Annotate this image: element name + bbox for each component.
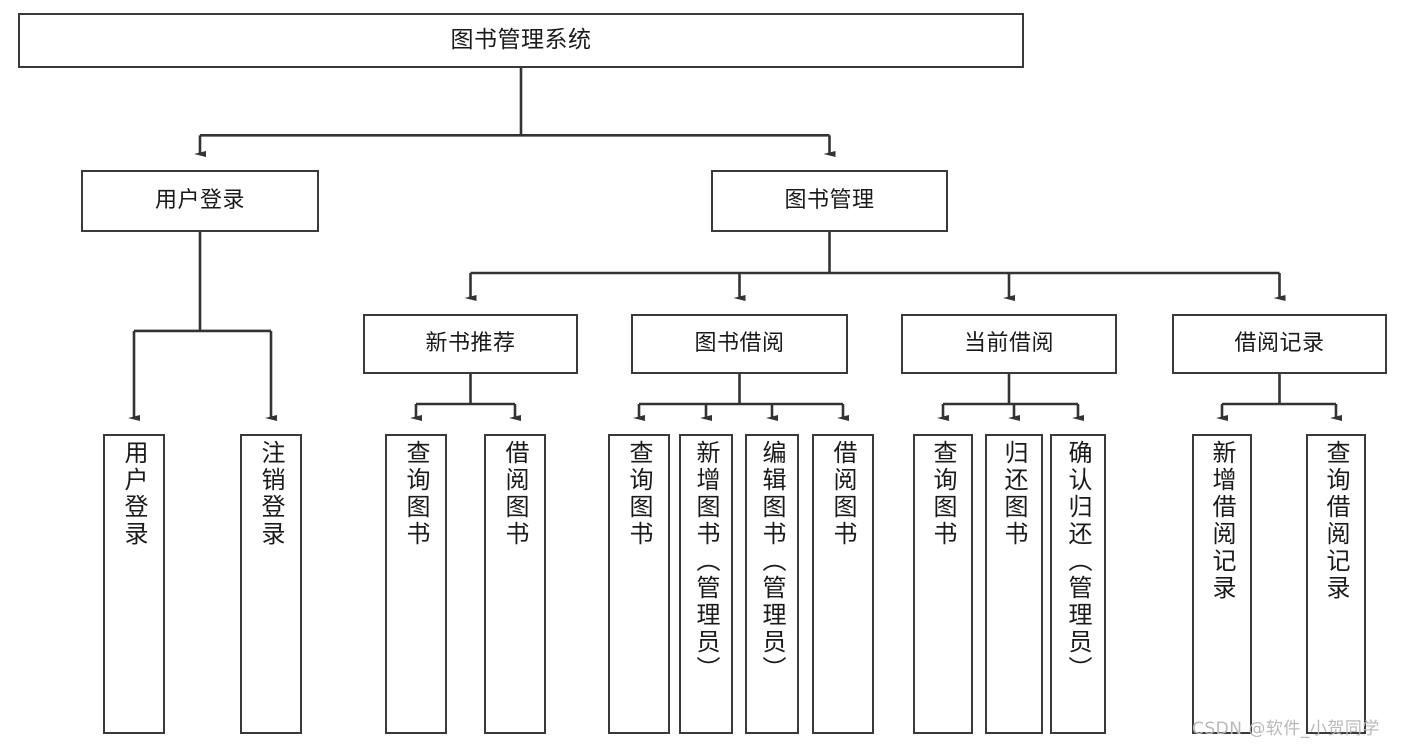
- node-label: 注销登录: [257, 440, 285, 548]
- node-label: 编辑图书（管理员）: [758, 440, 786, 683]
- node-leaf-query-book-2[interactable]: 查询图书: [608, 434, 670, 734]
- node-label: 新书推荐: [425, 331, 516, 357]
- node-leaf-borrow-book-2[interactable]: 借阅图书: [812, 434, 874, 734]
- node-label: 借阅图书: [501, 440, 529, 548]
- node-label: 用户登录: [120, 440, 148, 548]
- node-label: 查询图书: [625, 440, 653, 548]
- node-book-manage[interactable]: 图书管理: [711, 170, 948, 232]
- node-label: 图书管理系统: [450, 26, 592, 53]
- node-label: 新增借阅记录: [1208, 440, 1236, 602]
- node-leaf-add-record[interactable]: 新增借阅记录: [1192, 434, 1252, 734]
- node-label: 图书管理: [784, 188, 875, 214]
- node-label: 确认归还（管理员）: [1064, 440, 1092, 683]
- node-leaf-return-book[interactable]: 归还图书: [985, 434, 1043, 734]
- node-new-book-rec[interactable]: 新书推荐: [363, 314, 578, 374]
- node-label: 用户登录: [154, 188, 245, 214]
- node-leaf-user-login[interactable]: 用户登录: [103, 434, 165, 734]
- node-label: 查询图书: [402, 440, 430, 548]
- csdn-watermark: CSDN @软件_小贺同学: [1192, 719, 1380, 739]
- node-leaf-borrow-book-1[interactable]: 借阅图书: [484, 434, 546, 734]
- node-leaf-logout[interactable]: 注销登录: [240, 434, 302, 734]
- node-label: 图书借阅: [694, 331, 785, 357]
- node-label: 新增图书（管理员）: [692, 440, 720, 683]
- node-label: 借阅图书: [829, 440, 857, 548]
- node-leaf-query-record[interactable]: 查询借阅记录: [1306, 434, 1366, 734]
- node-leaf-edit-book[interactable]: 编辑图书（管理员）: [745, 434, 799, 734]
- node-current-borrow[interactable]: 当前借阅: [901, 314, 1117, 374]
- node-leaf-add-book[interactable]: 新增图书（管理员）: [679, 434, 733, 734]
- node-label: 借阅记录: [1234, 331, 1325, 357]
- node-borrow-record[interactable]: 借阅记录: [1172, 314, 1387, 374]
- node-label: 当前借阅: [963, 331, 1054, 357]
- node-user-login[interactable]: 用户登录: [81, 170, 319, 232]
- node-leaf-confirm-return[interactable]: 确认归还（管理员）: [1050, 434, 1106, 734]
- node-leaf-query-book-1[interactable]: 查询图书: [385, 434, 447, 734]
- node-label: 查询图书: [929, 440, 957, 548]
- node-leaf-query-book-3[interactable]: 查询图书: [913, 434, 973, 734]
- node-book-borrow[interactable]: 图书借阅: [631, 314, 848, 374]
- node-root-图书管理系统[interactable]: 图书管理系统: [18, 13, 1024, 68]
- node-label: 查询借阅记录: [1322, 440, 1350, 602]
- node-label: 归还图书: [1000, 440, 1028, 548]
